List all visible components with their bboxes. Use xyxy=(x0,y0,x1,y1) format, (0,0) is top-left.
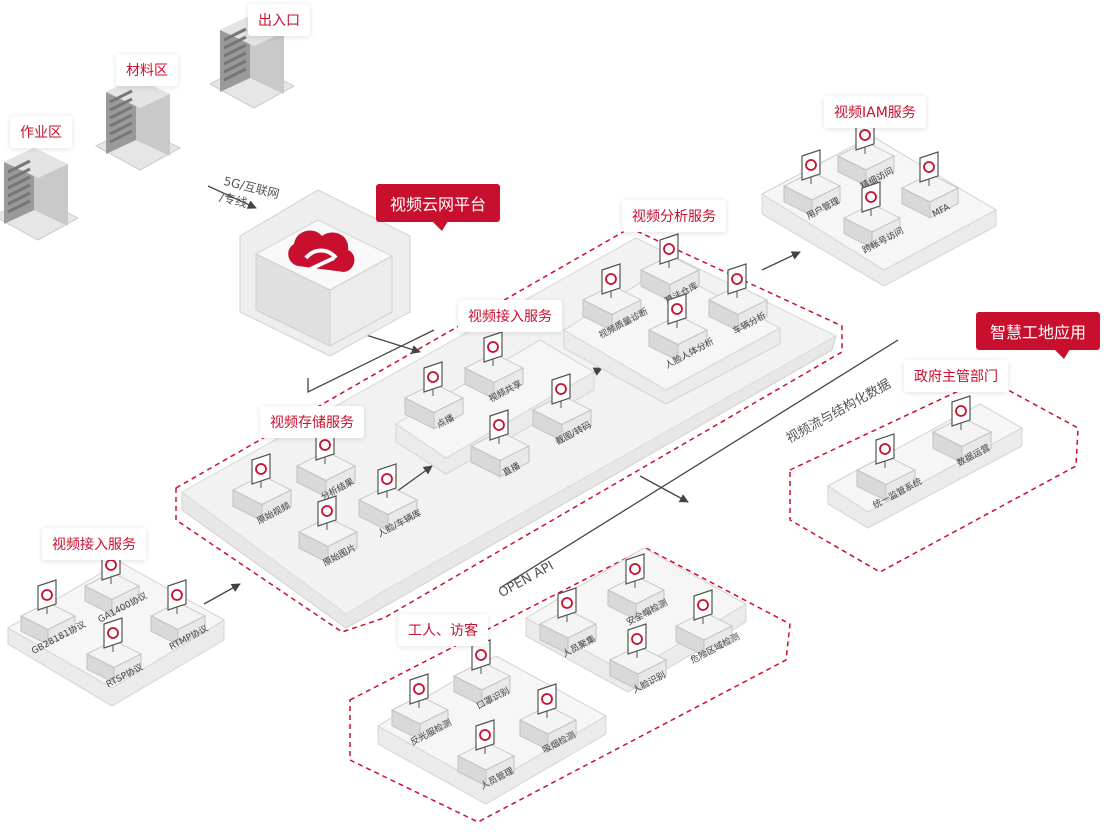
iam-box-mfa: MFA xyxy=(900,151,960,220)
worker-box-mask: 口罩识别 xyxy=(452,639,512,712)
monitor-icon xyxy=(489,409,509,444)
monitor-icon xyxy=(251,453,271,488)
building-work xyxy=(0,148,80,241)
worker-box-gathering: 人员聚集 xyxy=(538,587,598,660)
monitor-icon xyxy=(919,151,939,186)
access-box-live: 直播 xyxy=(469,409,531,479)
monitor-icon xyxy=(659,233,679,268)
iam-box-users: 用户管理 xyxy=(782,149,842,222)
access-box-share: 视频共享 xyxy=(463,331,525,405)
network-arrow xyxy=(207,185,257,209)
monitor-icon xyxy=(423,361,443,396)
monitor-icon xyxy=(667,293,687,328)
site-label-material: 材料区 xyxy=(116,54,178,86)
platform-link-line xyxy=(307,329,435,394)
analysis-title: 视频分析服务 xyxy=(622,200,726,232)
cloud-platform xyxy=(239,189,411,357)
monitor-icon xyxy=(727,263,747,298)
monitor-icon xyxy=(37,579,57,614)
site-label-entrance: 出入口 xyxy=(248,4,310,36)
worker-box-smoking: 吸烟检测 xyxy=(518,683,578,756)
monitor-icon xyxy=(475,719,495,754)
access-box-vod: 点播 xyxy=(403,361,465,431)
analysis-box-algorithms: 算法仓库 xyxy=(639,233,701,307)
storage-box-results: 分析结果 xyxy=(295,429,357,503)
monitor-icon xyxy=(537,683,557,718)
monitor-icon xyxy=(627,623,647,658)
site-label-work: 作业区 xyxy=(10,116,72,148)
monitor-icon xyxy=(693,589,713,624)
analysis-to-iam-arrow xyxy=(761,251,801,271)
government-title: 政府主管部门 xyxy=(904,360,1008,392)
protocols-title: 视频接入服务 xyxy=(42,528,146,560)
monitor-icon xyxy=(801,149,821,184)
storage-box-raw-video: 原始视频 xyxy=(231,453,293,527)
monitor-icon xyxy=(103,617,123,652)
protocol-to-storage-arrow xyxy=(203,583,241,605)
worker-box-face: 人脸识别 xyxy=(608,623,668,696)
platform-title: 视频云网平台 xyxy=(376,184,501,231)
monitor-icon xyxy=(875,433,895,468)
monitor-icon xyxy=(317,495,337,530)
storage-to-access-arrow xyxy=(395,465,433,493)
cloud-logo-icon xyxy=(288,230,355,274)
storage-title: 视频存储服务 xyxy=(260,406,364,438)
workers-title: 工人、访客 xyxy=(398,614,488,646)
analysis-box-vehicle: 车辆分析 xyxy=(707,263,769,337)
monitor-icon xyxy=(551,373,571,408)
smart-site-title: 智慧工地应用 xyxy=(976,312,1101,359)
open-api-arrow xyxy=(639,475,689,503)
service-boxes: 视频质量诊断算法仓库人脸人体分析车辆分析用户管理精细访问跨帐号访问MFA视频共享… xyxy=(19,119,993,792)
iam-box-cross-account: 跨帐号访问 xyxy=(842,181,906,256)
worker-box-management: 人员管理 xyxy=(456,719,516,792)
structured-data-line xyxy=(499,339,899,589)
access-service-title: 视频接入服务 xyxy=(458,300,562,332)
monitor-icon xyxy=(409,673,429,708)
monitor-icon xyxy=(951,395,971,430)
monitor-icon xyxy=(377,463,397,498)
monitor-icon xyxy=(167,579,187,614)
iam-title: 视频IAM服务 xyxy=(824,96,926,128)
monitor-icon xyxy=(483,331,503,366)
gov-box-operations: 数据运营 xyxy=(931,395,993,469)
building-material xyxy=(94,78,182,171)
workers-dashed-region xyxy=(349,547,791,823)
monitor-icon xyxy=(625,553,645,588)
monitor-icon xyxy=(861,181,881,216)
monitor-icon xyxy=(601,263,621,298)
monitor-icon xyxy=(557,587,577,622)
